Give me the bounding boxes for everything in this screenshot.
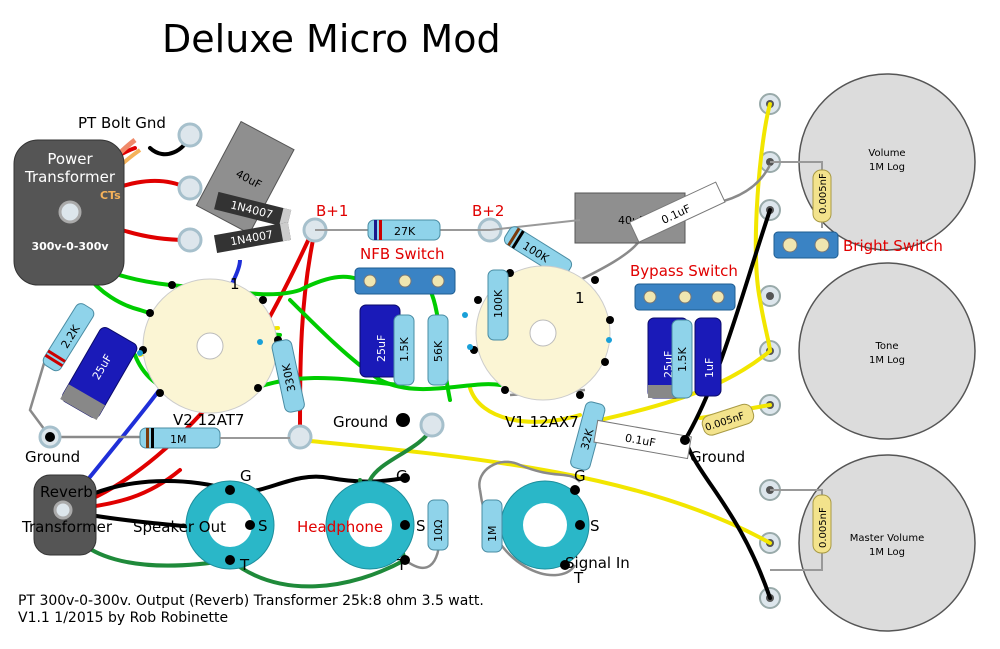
bright-switch-label: Bright Switch bbox=[843, 237, 943, 255]
resistor-56k: 56K bbox=[427, 314, 449, 386]
tone-pot-taper: 1M Log bbox=[869, 355, 905, 366]
b1-label: B+1 bbox=[316, 202, 348, 220]
cap-005nf-master: 0.005nF bbox=[812, 494, 832, 554]
bright-switch: Bright Switch bbox=[773, 231, 943, 259]
resistor-100k-b: 100K bbox=[487, 269, 509, 341]
headphone-label: Headphone bbox=[297, 518, 383, 536]
cap-005nf-tone: 0.005nF bbox=[701, 403, 755, 436]
resistor-2-2k: 2.2K bbox=[42, 303, 95, 372]
master-volume-pot-name: Master Volume bbox=[850, 533, 925, 544]
pt-voltage: 300v-0-300v bbox=[31, 240, 109, 253]
pt-line2: Transformer bbox=[24, 168, 116, 186]
resistor-27k-label: 27K bbox=[394, 225, 416, 238]
ground-mid-label: Ground bbox=[333, 413, 388, 431]
signal-in-g: G bbox=[574, 467, 586, 485]
speaker-out-label: Speaker Out bbox=[133, 518, 226, 536]
resistor-1m-a: 1M bbox=[139, 427, 221, 449]
cap-25uf-a: 25uF bbox=[60, 327, 138, 420]
diode-b: 1N4007 bbox=[213, 222, 291, 253]
v2-pin1: 1 bbox=[230, 275, 240, 293]
ground-right-label: Ground bbox=[690, 448, 745, 466]
cap-01uf-b: 0.1uF bbox=[593, 419, 692, 460]
volume-pot: Volume 1M Log bbox=[798, 73, 976, 251]
signal-in-jack: Signal In G S T bbox=[500, 467, 630, 587]
b2-label: B+2 bbox=[472, 202, 504, 220]
headphone-t: T bbox=[396, 556, 407, 574]
v2-label: V2 12AT7 bbox=[173, 411, 244, 429]
speaker-g: G bbox=[240, 467, 252, 485]
pt-bolt-gnd-label: PT Bolt Gnd bbox=[78, 114, 166, 132]
nfb-switch-label: NFB Switch bbox=[360, 245, 445, 263]
speaker-s: S bbox=[258, 517, 268, 535]
resistor-1-5k-a-label: 1.5K bbox=[398, 337, 411, 362]
headphone-s: S bbox=[416, 517, 426, 535]
resistor-1-5k-b-label: 1.5K bbox=[676, 347, 689, 372]
cap-25uf-b: 25uF bbox=[359, 304, 401, 378]
tone-pot-name: Tone bbox=[874, 341, 898, 352]
tone-pot: Tone 1M Log bbox=[798, 262, 976, 440]
diode-a: 1N4007 bbox=[214, 191, 292, 228]
resistor-1m-b-label: 1M bbox=[486, 526, 499, 543]
headphone-g: G bbox=[396, 467, 408, 485]
resistor-27k: 27K bbox=[367, 219, 441, 241]
v1-pin1: 1 bbox=[575, 289, 585, 307]
ground-left-label: Ground bbox=[25, 448, 80, 466]
v1-socket: 1 V1 12AX7 bbox=[475, 265, 611, 431]
ground-points bbox=[45, 413, 690, 445]
volume-pot-taper: 1M Log bbox=[869, 162, 905, 173]
cap-1uf-label: 1uF bbox=[703, 358, 716, 378]
cap-25uf-b-label: 25uF bbox=[375, 335, 388, 362]
resistor-10ohm-label: 10Ω bbox=[432, 520, 445, 542]
cap-005nf-volume-label: 0.005nF bbox=[818, 173, 829, 214]
resistor-32k-label: 32K bbox=[578, 427, 596, 452]
resistor-330k: 330K bbox=[271, 339, 305, 413]
reverb-line2: Transformer bbox=[21, 518, 113, 536]
signal-in-label: Signal In bbox=[565, 554, 630, 572]
master-volume-pot-taper: 1M Log bbox=[869, 547, 905, 558]
resistor-330k-label: 330K bbox=[280, 362, 299, 393]
resistor-32k: 32K bbox=[570, 401, 606, 471]
volume-pot-name: Volume bbox=[868, 148, 905, 159]
footer-line1: PT 300v-0-300v. Output (Reverb) Transfor… bbox=[18, 593, 484, 609]
cap-005nf-master-label: 0.005nF bbox=[818, 507, 829, 548]
v1-label: V1 12AX7 bbox=[505, 413, 579, 431]
reverb-transformer bbox=[33, 474, 97, 556]
resistor-10ohm: 10Ω bbox=[427, 499, 449, 551]
resistor-1-5k-a: 1.5K bbox=[393, 314, 415, 386]
pt-cts: CTs bbox=[100, 189, 121, 202]
master-volume-pot: Master Volume 1M Log bbox=[798, 454, 976, 632]
nfb-switch: NFB Switch bbox=[354, 245, 456, 295]
footer-line2: V1.1 1/2015 by Rob Robinette bbox=[18, 610, 228, 626]
resistor-1-5k-b: 1.5K bbox=[671, 319, 693, 399]
resistor-1m-a-label: 1M bbox=[170, 433, 187, 446]
signal-in-s: S bbox=[590, 517, 600, 535]
diagram-title: Deluxe Micro Mod bbox=[162, 17, 501, 61]
reverb-line1: Reverb bbox=[40, 483, 93, 501]
resistor-1m-b: 1M bbox=[481, 499, 503, 553]
cap-1uf: 1uF bbox=[694, 317, 722, 397]
speaker-out-jack: Speaker Out G S T bbox=[133, 467, 275, 574]
socket-pins bbox=[139, 269, 614, 399]
headphone-jack: Headphone G S T bbox=[297, 467, 426, 574]
cap-01uf-a: 0.1uF bbox=[628, 181, 726, 243]
bypass-switch-label: Bypass Switch bbox=[630, 262, 738, 280]
cap-01uf-b-label: 0.1uF bbox=[624, 431, 657, 449]
pt-line1: Power bbox=[47, 150, 93, 168]
speaker-t: T bbox=[239, 556, 250, 574]
signal-in-t: T bbox=[573, 569, 584, 587]
bypass-switch: Bypass Switch bbox=[630, 262, 738, 311]
v2-socket: 1 V2 12AT7 bbox=[142, 275, 278, 429]
cap-005nf-volume: 0.005nF bbox=[812, 169, 832, 223]
resistor-56k-label: 56K bbox=[432, 340, 445, 362]
power-transformer: Power Transformer CTs 300v-0-300v bbox=[13, 139, 125, 286]
resistor-100k-b-label: 100K bbox=[492, 289, 505, 318]
